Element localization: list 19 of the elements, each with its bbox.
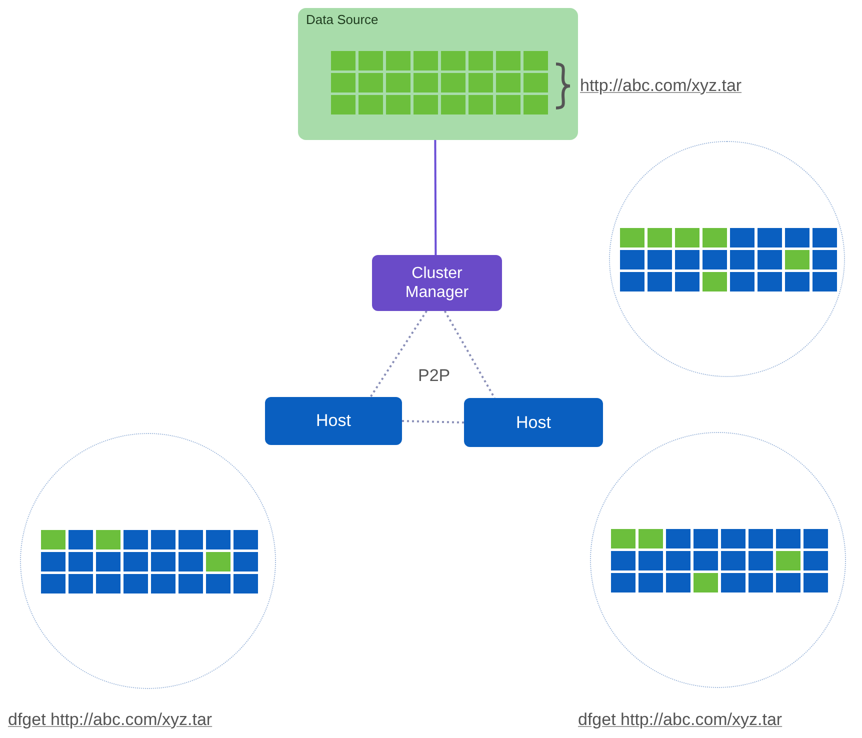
dotted-connector xyxy=(402,420,464,424)
url-text: dfget http://abc.com/xyz.tar xyxy=(578,710,782,730)
url-text: http://abc.com/xyz.tar xyxy=(580,76,742,96)
host-box xyxy=(265,397,402,445)
peer-circle xyxy=(609,141,845,377)
dotted-connector xyxy=(370,310,428,398)
manager-box xyxy=(372,255,502,311)
network-label: P2P xyxy=(418,366,450,386)
dotted-connector xyxy=(444,310,496,398)
box-label: Host xyxy=(315,410,352,432)
host-box xyxy=(464,398,603,447)
connector xyxy=(434,140,437,255)
box-label: Host xyxy=(515,412,552,433)
box-label: Cluster Manager xyxy=(404,264,470,302)
url-text: dfget http://abc.com/xyz.tar xyxy=(8,710,212,730)
panel-title: Data Source xyxy=(306,12,378,28)
peer-circle xyxy=(590,432,846,688)
peer-circle xyxy=(20,433,276,689)
data-source-panel xyxy=(298,8,578,140)
